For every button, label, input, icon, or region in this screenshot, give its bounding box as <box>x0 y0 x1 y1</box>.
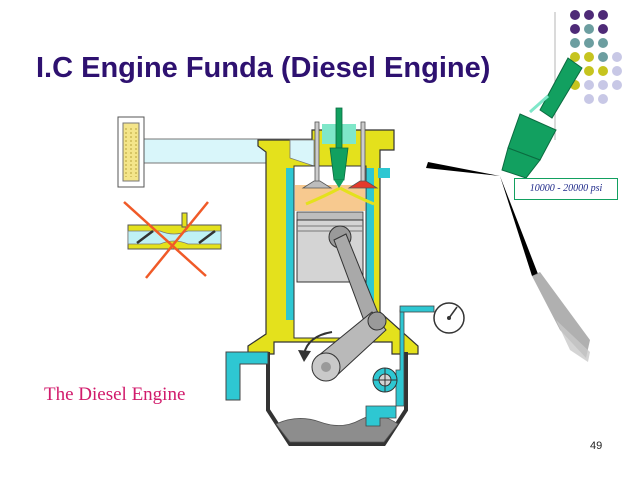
fuel-filter-icon <box>117 116 145 188</box>
fuel-injector <box>322 107 356 188</box>
rotation-arrow-icon <box>298 331 333 362</box>
pressure-gauge-icon <box>433 302 465 334</box>
oil-fill-tube <box>225 351 269 401</box>
fuel-spray-icon <box>426 162 590 362</box>
pressure-label: 10000 - 20000 psi <box>514 178 618 200</box>
injector-nozzle-icon <box>501 57 583 179</box>
crankshaft <box>311 311 387 382</box>
fuel-spray-lines <box>305 186 375 206</box>
combustion-chamber <box>295 185 365 211</box>
page-number: 49 <box>590 440 603 452</box>
crossed-out-carburetor-icon <box>123 201 222 279</box>
oil-pump-icon <box>365 305 435 427</box>
slide-caption: The Diesel Engine <box>44 384 186 405</box>
slide-title: I.C Engine Funda (Diesel Engine) <box>36 52 491 84</box>
exhaust-valve <box>347 121 379 189</box>
intake-valve <box>301 121 333 189</box>
